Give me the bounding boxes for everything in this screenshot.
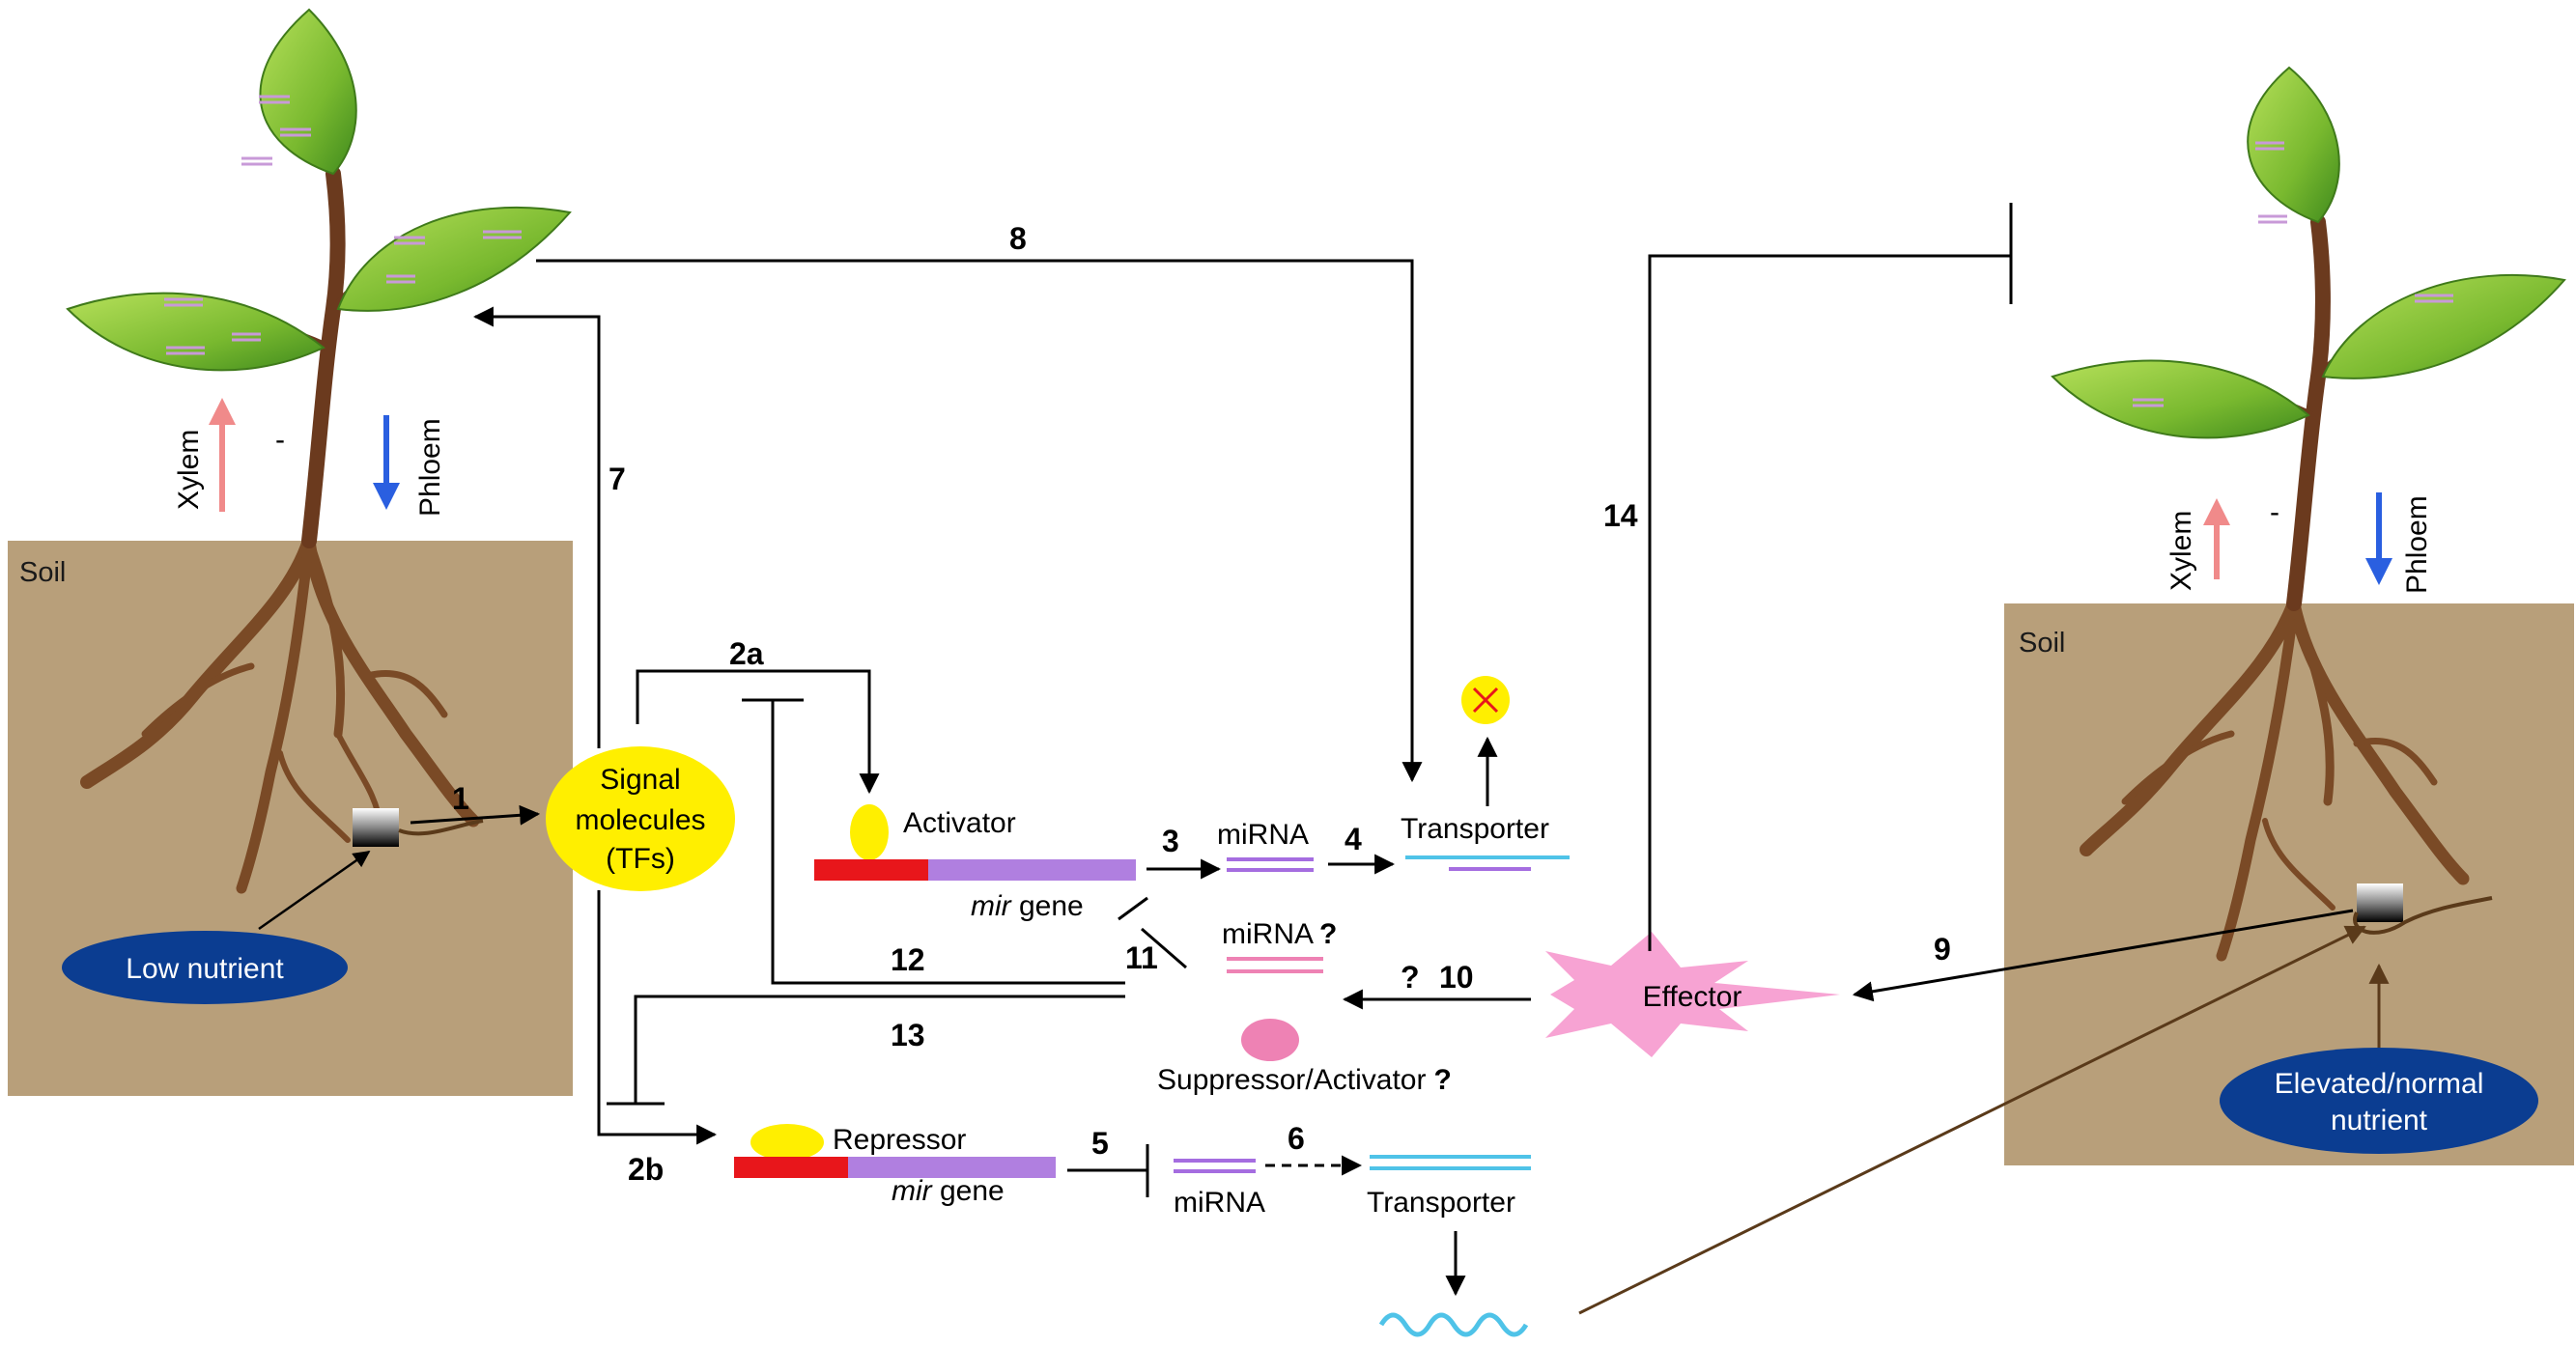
step-14: 14 [1603, 498, 1638, 533]
arrow-uptake [1578, 925, 2366, 1315]
soil-right-label: Soil [2019, 628, 2065, 659]
effector-label: Effector [1643, 981, 1742, 1013]
xylem-label-left: Xylem [173, 430, 205, 510]
step-9: 9 [1934, 932, 1951, 967]
arrow-1 [410, 804, 541, 826]
transporter-top-label: Transporter [1401, 813, 1549, 845]
stem-left [301, 166, 346, 548]
activator-label: Activator [903, 807, 1016, 839]
xylem-label-right: Xylem [2166, 511, 2197, 591]
activator-protein [850, 804, 889, 860]
mirna-question-label: miRNA? [1222, 918, 1337, 950]
mirna-top-label: miRNA [1217, 819, 1309, 851]
signal-label-2: molecules [575, 804, 705, 836]
roots-left [80, 534, 480, 894]
leaf-left-right [2051, 359, 2310, 439]
mir-gene-1-label: mir gene [971, 890, 1084, 922]
repressor-protein [750, 1124, 824, 1161]
stem-right [2286, 214, 2331, 611]
step-10: 10 [1439, 960, 1474, 995]
low-nutrient-ellipse [62, 931, 348, 1004]
step-12: 12 [891, 942, 925, 977]
leaf-right-left [336, 206, 572, 312]
step-13: 13 [891, 1018, 925, 1052]
transporter-bottom-label: Transporter [1367, 1187, 1515, 1219]
mir-gene-2 [848, 1157, 1056, 1178]
arrow-low-nutrient [258, 850, 371, 931]
step-7: 7 [609, 462, 626, 496]
step-8: 8 [1009, 221, 1027, 256]
step-2a: 2a [729, 636, 764, 671]
left-plant: Soil [8, 8, 573, 1096]
leaf-right-right [2321, 273, 2566, 379]
inhibit-12 [771, 700, 1125, 985]
step-6: 6 [1288, 1121, 1305, 1156]
signal-label-1: Signal [600, 764, 680, 796]
signal-label-3: (TFs) [606, 843, 675, 875]
step-10-question: ? [1401, 960, 1420, 995]
step-11: 11 [1125, 940, 1158, 975]
soil-left-label: Soil [19, 557, 66, 588]
inhibit-13 [634, 995, 1125, 1104]
svg-text:-: - [2270, 496, 2279, 528]
mir-gene-1 [928, 859, 1136, 881]
phloem-label-right: Phloem [2401, 495, 2433, 594]
phloem-label-left: Phloem [414, 418, 446, 517]
low-nutrient-label: Low nutrient [126, 953, 284, 985]
leaf-top-left [259, 8, 357, 176]
step-1: 1 [452, 781, 469, 816]
step-4: 4 [1345, 822, 1362, 856]
step-5: 5 [1091, 1126, 1109, 1161]
inhibit-11 [1141, 927, 1187, 969]
elevated-label-2: nutrient [2331, 1105, 2428, 1136]
leaf-top-right [2247, 66, 2340, 224]
signal-molecules [546, 746, 735, 891]
promoter-2 [734, 1157, 848, 1178]
arrow-8 [536, 259, 1423, 783]
arrow-9 [1852, 909, 2354, 1002]
elevated-nutrient-ellipse [2220, 1048, 2538, 1154]
elevated-label-1: Elevated/normal [2275, 1068, 2484, 1100]
promoter-1 [814, 859, 928, 881]
repressor-label: Repressor [833, 1124, 966, 1156]
mirna-bottom-label: miRNA [1174, 1187, 1265, 1219]
transporter-wave [1378, 1312, 1529, 1337]
step-2b: 2b [628, 1152, 664, 1187]
arrow-2a [636, 669, 880, 795]
arrow-7 [472, 306, 601, 748]
mir-gene-2-label: mir gene [892, 1175, 1005, 1207]
step-3: 3 [1162, 824, 1179, 858]
arrow-2b [597, 890, 718, 1145]
roots-right [2080, 597, 2470, 962]
inhibit-14 [1648, 254, 2011, 951]
right-plant: Soil Xylem Phloem - [2004, 66, 2574, 1165]
sensor-box-right [2357, 883, 2403, 922]
suppressor-activator-protein [1241, 1019, 1299, 1061]
effector-star [1545, 932, 1840, 1057]
suppressor-activator-label: Suppressor/Activator? [1157, 1064, 1452, 1096]
leaf-left-left [66, 292, 326, 372]
sensor-box-left [353, 808, 399, 847]
svg-text:-: - [275, 424, 285, 456]
